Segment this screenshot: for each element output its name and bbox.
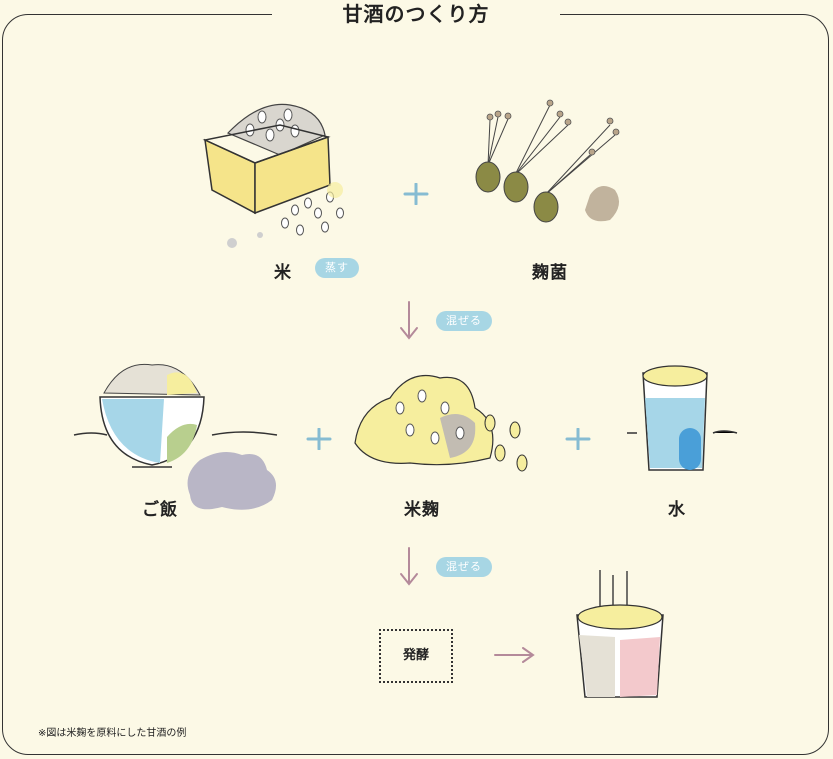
rice-koji-illustration bbox=[354, 374, 528, 472]
action-mix-1: 混ぜる bbox=[436, 311, 492, 331]
footnote: ※図は米麹を原料にした甘酒の例 bbox=[38, 728, 187, 739]
arrow-down-icon bbox=[400, 301, 418, 340]
koji-mold-illustration bbox=[475, 99, 620, 223]
arrow-right-icon bbox=[494, 647, 535, 663]
water-glass-illustration bbox=[627, 365, 738, 471]
label-water: 水 bbox=[668, 500, 686, 520]
fermentation-box: 発酵 bbox=[379, 629, 453, 683]
title-wrap: 甘酒のつくり方 bbox=[272, 0, 560, 30]
label-fermentation: 発酵 bbox=[402, 648, 429, 663]
label-koji-mold: 麹菌 bbox=[532, 263, 568, 283]
label-rice: 米 bbox=[274, 263, 292, 283]
arrow-down-icon bbox=[400, 547, 418, 586]
label-rice-koji: 米麹 bbox=[404, 500, 440, 520]
amazake-cup-illustration bbox=[576, 570, 664, 698]
action-mix-2: 混ぜる bbox=[436, 557, 492, 577]
plus-icon bbox=[565, 428, 591, 450]
action-steam: 蒸す bbox=[315, 258, 359, 278]
page-title: 甘酒のつくり方 bbox=[342, 2, 490, 26]
rice-box-illustration bbox=[202, 103, 344, 248]
plus-icon bbox=[403, 183, 429, 205]
plus-icon bbox=[306, 428, 332, 450]
label-cooked-rice: ご飯 bbox=[142, 500, 178, 520]
rice-bowl-illustration bbox=[73, 363, 278, 510]
